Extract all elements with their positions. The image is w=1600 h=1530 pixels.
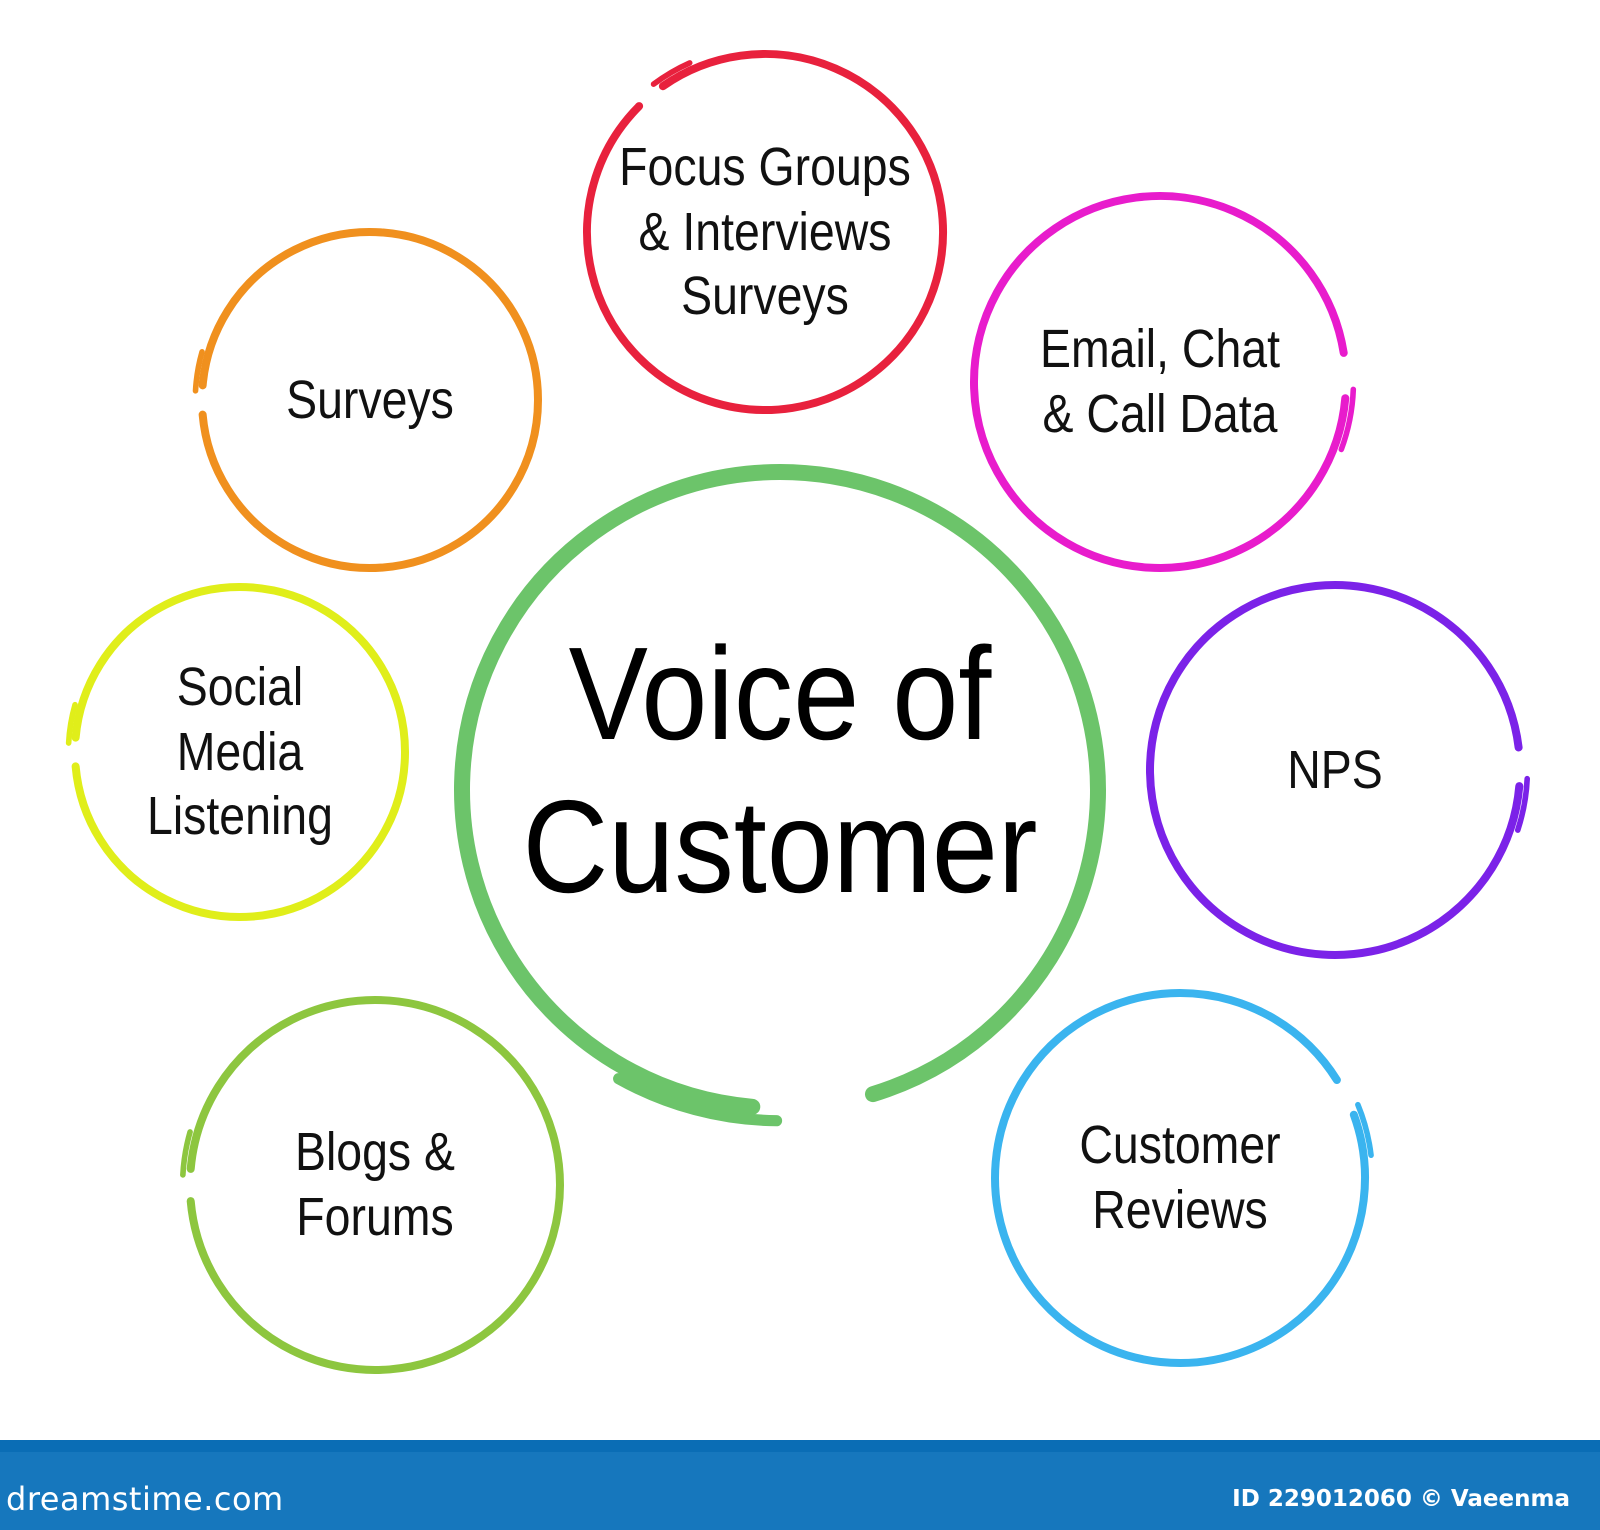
satellite-ring-4-stroke bbox=[991, 989, 1369, 1367]
satellite-label-line: Customer bbox=[1079, 1115, 1281, 1176]
satellite-label-line: Surveys bbox=[286, 369, 454, 430]
rings-layer bbox=[65, 50, 1530, 1374]
satellite-ring-6 bbox=[65, 583, 409, 921]
satellite-label-line: Media bbox=[176, 721, 304, 782]
satellite-ring-7 bbox=[192, 228, 542, 572]
footer-site-name: dreamstime.com bbox=[6, 1480, 284, 1518]
center-ring-tail bbox=[613, 1073, 783, 1127]
satellite-ring-4-tail bbox=[1355, 1101, 1374, 1159]
center-title-line: Customer bbox=[522, 773, 1038, 920]
satellite-label-line: Email, Chat bbox=[1039, 319, 1281, 380]
satellite-ring-3 bbox=[1146, 581, 1530, 959]
footer-top-bar bbox=[0, 1440, 1600, 1452]
satellite-ring-6-stroke bbox=[71, 583, 409, 921]
center-ring bbox=[453, 464, 1106, 1127]
satellite-label-7: Surveys bbox=[234, 235, 506, 565]
satellite-ring-1 bbox=[583, 50, 947, 414]
satellite-ring-5 bbox=[180, 996, 564, 1374]
center-ring-stroke bbox=[453, 464, 1106, 1115]
satellite-ring-7-stroke bbox=[198, 228, 542, 572]
satellite-ring-6-tail bbox=[65, 701, 78, 746]
satellite-ring-5-stroke bbox=[186, 996, 564, 1374]
satellite-label-line: NPS bbox=[1287, 739, 1383, 800]
satellite-ring-2-tail bbox=[1338, 386, 1357, 453]
footer-body: dreamstime.com ID 229012060 © Vaeenma bbox=[0, 1452, 1600, 1530]
satellite-label-line: Social bbox=[176, 656, 304, 717]
satellite-ring-2 bbox=[970, 192, 1357, 572]
satellite-label-3: NPS bbox=[1185, 590, 1486, 950]
satellite-ring-3-stroke bbox=[1146, 581, 1524, 959]
satellite-ring-1-stroke bbox=[583, 50, 947, 414]
satellite-ring-3-tail bbox=[1514, 775, 1530, 833]
satellite-label-line: Focus Groups bbox=[619, 136, 911, 197]
satellite-ring-1-tail bbox=[650, 60, 693, 87]
center-title-line: Voice of bbox=[568, 619, 992, 767]
satellite-label-line: & Interviews bbox=[638, 201, 892, 262]
satellite-label-2: Email, Chat& Call Data bbox=[1009, 200, 1312, 564]
satellite-ring-2-stroke bbox=[970, 192, 1350, 572]
satellite-ring-7-tail bbox=[192, 349, 205, 394]
satellite-label-line: Blogs & bbox=[294, 1122, 456, 1183]
satellite-label-5: Blogs &Forums bbox=[225, 1010, 526, 1360]
watermark-footer: dreamstime.com ID 229012060 © Vaeenma bbox=[0, 1440, 1600, 1530]
satellite-ring-5-tail bbox=[180, 1129, 193, 1178]
satellite-label-line: Reviews bbox=[1092, 1180, 1268, 1240]
satellite-label-line: Forums bbox=[296, 1187, 454, 1247]
footer-credit: ID 229012060 © Vaeenma bbox=[1232, 1486, 1570, 1512]
satellite-label-line: Surveys bbox=[681, 266, 849, 327]
satellite-label-line: Listening bbox=[147, 786, 333, 847]
satellite-label-line: & Call Data bbox=[1042, 384, 1278, 444]
satellite-ring-4 bbox=[991, 989, 1374, 1367]
